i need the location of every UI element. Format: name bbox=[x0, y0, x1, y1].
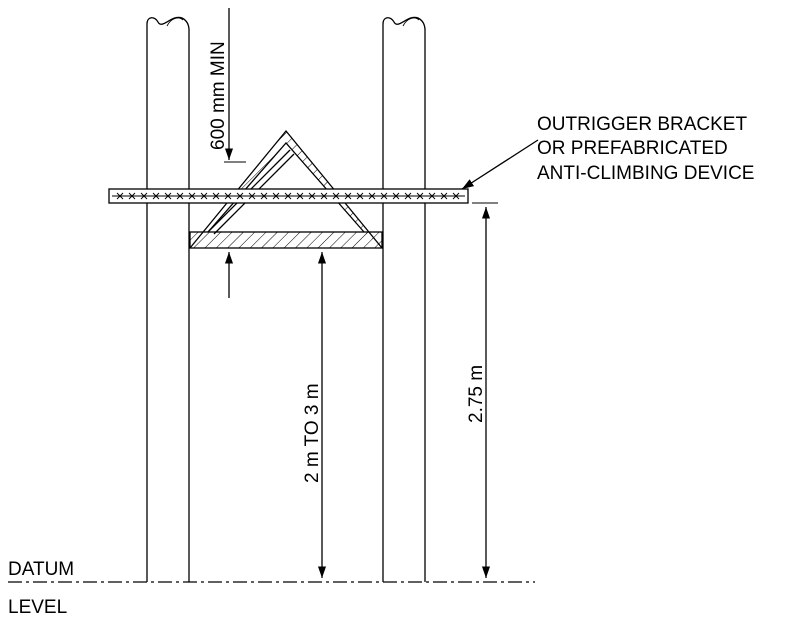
datum-label-line-1: DATUM bbox=[8, 559, 74, 580]
callout-line-2: OR PREFABRICATED bbox=[537, 138, 728, 159]
callout-line-1: OUTRIGGER BRACKET bbox=[537, 114, 747, 135]
bracket-callout: OUTRIGGER BRACKET OR PREFABRICATED ANTI-… bbox=[461, 114, 754, 190]
outrigger-bracket-bar bbox=[108, 188, 469, 204]
clearance-label: 600 mm MIN bbox=[208, 41, 229, 150]
device-height-label: 2 m TO 3 m bbox=[302, 383, 323, 483]
bar-height-dimension: 2.75 m bbox=[466, 202, 498, 578]
datum-label-line-2: LEVEL bbox=[8, 597, 67, 617]
device-base-rail bbox=[189, 231, 383, 249]
clearance-dimension: 600 mm MIN bbox=[208, 8, 246, 298]
datum-level: DATUM LEVEL bbox=[8, 559, 535, 617]
right-post bbox=[382, 16, 426, 582]
device-inner-frame bbox=[207, 142, 365, 233]
left-post bbox=[146, 16, 190, 582]
bar-height-label: 2.75 m bbox=[466, 365, 487, 423]
bar-cross-markings bbox=[116, 192, 460, 200]
device-height-dimension: 2 m TO 3 m bbox=[302, 252, 327, 578]
callout-line-3: ANTI-CLIMBING DEVICE bbox=[537, 163, 754, 184]
